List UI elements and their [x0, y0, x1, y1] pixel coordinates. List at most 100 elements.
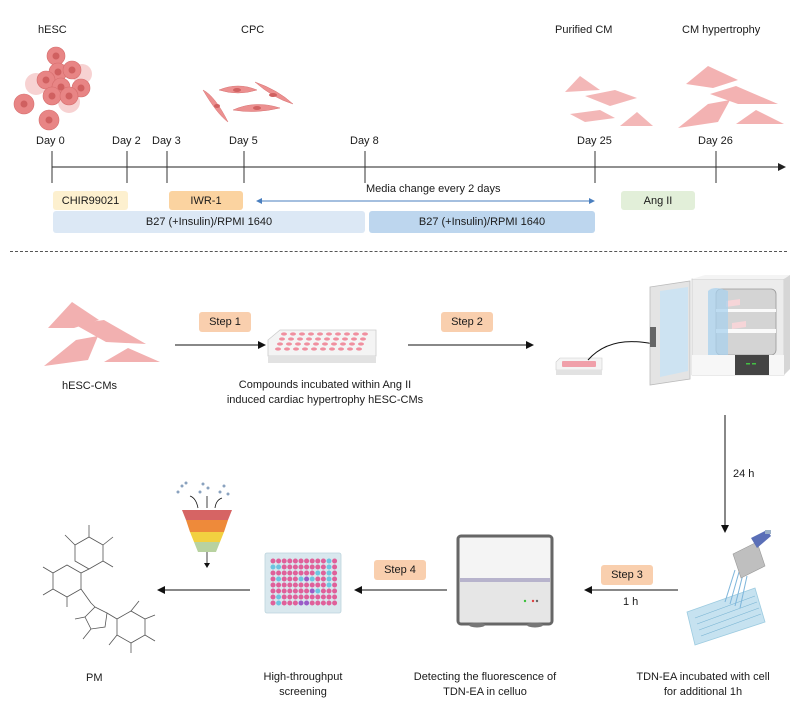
hts-well: [304, 600, 310, 606]
plate-well: [293, 347, 299, 351]
plate-well: [333, 337, 339, 341]
plate-reader-icon: [456, 534, 554, 628]
step-4-badge: Step 4: [374, 560, 426, 580]
detecting-caption: Detecting the fluorescence of TDN-EA in …: [400, 670, 570, 700]
plate-well: [347, 347, 353, 351]
plate-well: [290, 332, 296, 336]
tdn-ea-caption: TDN-EA incubated with cell for additiona…: [608, 670, 798, 700]
hts-well: [320, 564, 326, 570]
hts-well: [276, 594, 282, 600]
hts-well: [315, 558, 321, 564]
hts-well: [326, 582, 332, 588]
hesc-cms-icon: [44, 302, 160, 366]
hts-well: [287, 594, 293, 600]
multichannel-pipette-icon: [686, 530, 771, 646]
hts-well: [281, 558, 287, 564]
plate-well: [340, 342, 346, 346]
hesc-cms-label: hESC-CMs: [62, 380, 118, 392]
screening-funnel-icon: [176, 481, 232, 568]
media-bar-1: B27 (+Insulin)/RPMI 1640: [53, 211, 365, 233]
hts-well: [287, 582, 293, 588]
hts-caption-line2: screening: [279, 686, 327, 698]
plate-well: [297, 337, 303, 341]
hts-well: [309, 558, 315, 564]
hts-well: [270, 588, 276, 594]
detecting-caption-line1: Detecting the fluorescence of: [413, 671, 557, 683]
hts-well: [315, 570, 321, 576]
hesc-cells-icon: [13, 46, 92, 131]
plate-well: [331, 342, 337, 346]
hts-well: [281, 570, 287, 576]
hts-well: [315, 582, 321, 588]
hts-caption: High-throughput screening: [253, 670, 353, 700]
hts-well: [276, 588, 282, 594]
chir99021-bar: CHIR99021: [53, 191, 128, 210]
hts-well: [287, 558, 293, 564]
plate-well: [295, 342, 301, 346]
step-2-badge: Step 2: [441, 312, 493, 332]
tdn-ea-caption-line1: TDN-EA incubated with cell: [636, 671, 770, 683]
plate-well: [288, 337, 294, 341]
day-label-25: Day 25: [577, 135, 612, 147]
plate-well: [335, 332, 341, 336]
well-plate-icon: [267, 329, 377, 363]
hts-well: [332, 570, 338, 576]
hts-well: [276, 576, 282, 582]
hts-well: [326, 558, 332, 564]
compounds-caption-line2: induced cardiac hypertrophy hESC-CMs: [226, 394, 424, 406]
hts-well: [320, 582, 326, 588]
hts-well: [332, 582, 338, 588]
hts-well: [320, 588, 326, 594]
hts-well: [270, 576, 276, 582]
hts-well: [315, 594, 321, 600]
timeline-axis: [51, 151, 786, 183]
pm-molecule-icon: [42, 525, 156, 653]
hts-well: [332, 558, 338, 564]
incubator-icon: [649, 275, 790, 386]
hts-well: [326, 588, 332, 594]
plate-well: [281, 332, 287, 336]
plate-well: [342, 337, 348, 341]
hts-well: [332, 600, 338, 606]
day-label-5: Day 5: [229, 135, 258, 147]
hts-well: [315, 564, 321, 570]
media-change-arrow: [256, 198, 595, 204]
hts-well: [309, 594, 315, 600]
hts-well: [326, 600, 332, 606]
hts-well: [326, 570, 332, 576]
hts-well: [276, 558, 282, 564]
media-change-label: Media change every 2 days: [366, 183, 501, 195]
hts-well: [320, 600, 326, 606]
hts-well: [281, 576, 287, 582]
hts-well: [270, 570, 276, 576]
hts-well: [320, 558, 326, 564]
hts-well: [276, 582, 282, 588]
hts-well: [292, 582, 298, 588]
hts-well: [309, 600, 315, 606]
hts-well: [281, 564, 287, 570]
hts-well: [309, 570, 315, 576]
hts-well: [304, 570, 310, 576]
hts-well: [309, 576, 315, 582]
plate-well: [311, 347, 317, 351]
plate-well: [322, 342, 328, 346]
hts-plate-icon: [264, 552, 342, 614]
hts-well: [320, 570, 326, 576]
hts-well: [287, 576, 293, 582]
hts-well: [298, 594, 304, 600]
hts-well: [309, 582, 315, 588]
compounds-caption-line1: Compounds incubated within Ang II: [238, 379, 412, 391]
media-bar-2: B27 (+Insulin)/RPMI 1640: [369, 211, 595, 233]
stage-label-cpc: CPC: [241, 24, 265, 36]
tdn-ea-caption-line2: for additional 1h: [663, 686, 743, 698]
hts-well: [304, 558, 310, 564]
step1-arrow: [175, 341, 534, 349]
hts-well: [270, 582, 276, 588]
compounds-caption: Compounds incubated within Ang II induce…: [200, 378, 450, 408]
hts-well: [315, 576, 321, 582]
hts-well: [287, 600, 293, 606]
hts-well: [315, 588, 321, 594]
hts-well: [287, 564, 293, 570]
step-1-badge: Step 1: [199, 312, 251, 332]
